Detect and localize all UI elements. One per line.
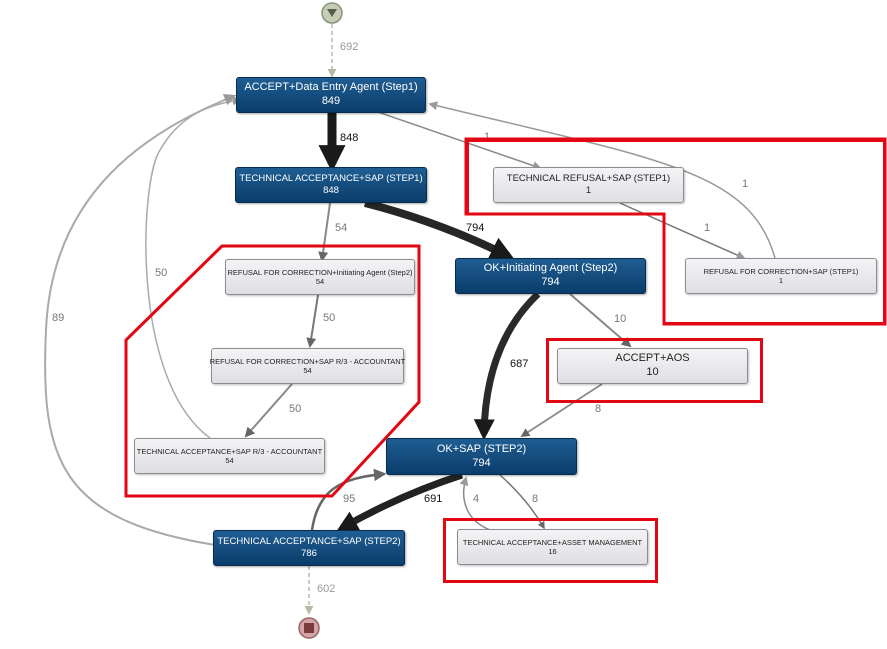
- node-label: ACCEPT+Data Entry Agent (Step1): [244, 81, 418, 94]
- node-label: OK+SAP (STEP2): [436, 442, 527, 455]
- edge-tech1-to-refinit: 54: [318, 202, 347, 262]
- node-accept-aos[interactable]: ACCEPT+AOS 10: [557, 348, 748, 384]
- node-accept-data-entry-agent[interactable]: ACCEPT+Data Entry Agent (Step1) 849: [236, 77, 426, 113]
- node-count: 1: [778, 276, 784, 285]
- node-refusal-correction-sap-step1[interactable]: REFUSAL FOR CORRECTION+SAP (STEP1) 1: [685, 258, 877, 294]
- node-count: 849: [321, 95, 341, 107]
- node-label: TECHNICAL ACCEPTANCE+ASSET MANAGEMENT: [462, 537, 643, 547]
- node-count: 54: [225, 456, 234, 465]
- edge-tech2-to-accept: 89: [44, 94, 237, 546]
- node-count: 10: [646, 366, 659, 378]
- node-technical-refusal-sap-step1[interactable]: TECHNICAL REFUSAL+SAP (STEP1) 1: [493, 167, 684, 203]
- highlight-box-asset: [443, 518, 658, 583]
- node-label: OK+Initiating Agent (Step2): [483, 262, 618, 275]
- edge-label: 848: [340, 132, 358, 144]
- node-count: 54: [303, 366, 312, 375]
- edge-label: 10: [614, 313, 626, 325]
- node-count: 794: [541, 276, 560, 288]
- node-refusal-correction-sap-r3-accountant[interactable]: REFUSAL FOR CORRECTION+SAP R/3 - ACCOUNT…: [209, 348, 406, 384]
- node-technical-acceptance-sap-step2[interactable]: TECHNICAL ACCEPTANCE+SAP (STEP2) 786: [213, 530, 405, 566]
- edge-refr3-to-techr3: 50: [244, 383, 301, 438]
- edge-label: 8: [532, 493, 538, 505]
- edge-label: 687: [510, 358, 528, 370]
- start-triangle-icon[interactable]: [321, 2, 343, 24]
- node-count: 54: [315, 277, 325, 286]
- edge-label: 50: [289, 403, 301, 415]
- node-count: 848: [323, 185, 339, 196]
- edge-oksap2-to-asset: 8: [499, 474, 545, 530]
- node-label: REFUSAL FOR CORRECTION+SAP R/3 - ACCOUNT…: [209, 356, 406, 366]
- edge-refinit-to-refr3: 50: [306, 294, 335, 348]
- edge-aos-to-oksap2: 8: [520, 383, 603, 437]
- node-count: 16: [548, 547, 557, 556]
- node-technical-acceptance-sap-step1[interactable]: TECHNICAL ACCEPTANCE+SAP (STEP1) 848: [235, 167, 427, 203]
- node-label: TECHNICAL ACCEPTANCE+SAP R/3 - ACCOUNTAN…: [136, 446, 323, 456]
- node-label: REFUSAL FOR CORRECTION+Initiating Agent …: [227, 267, 413, 277]
- node-label: TECHNICAL ACCEPTANCE+SAP (STEP2): [217, 536, 401, 548]
- edge-okinit-to-oksap2: 687: [473, 291, 541, 441]
- node-label: TECHNICAL REFUSAL+SAP (STEP1): [506, 173, 671, 185]
- edge-oksap2-to-tech2: 691: [336, 471, 464, 532]
- edge-asset-to-oksap2: 4: [459, 476, 491, 531]
- edge-start-to-accept: 692: [327, 24, 358, 78]
- edge-accept-to-tech1: 848: [318, 113, 358, 173]
- edge-label: 50: [323, 312, 335, 324]
- edge-label: 602: [317, 583, 335, 595]
- edge-label: 4: [473, 493, 479, 505]
- node-technical-acceptance-sap-r3-accountant[interactable]: TECHNICAL ACCEPTANCE+SAP R/3 - ACCOUNTAN…: [134, 438, 325, 474]
- node-count: 794: [472, 456, 491, 469]
- edge-label: 692: [340, 41, 358, 53]
- edge-label: 8: [595, 403, 601, 415]
- node-ok-sap-step2[interactable]: OK+SAP (STEP2) 794: [386, 438, 577, 475]
- node-technical-acceptance-asset-management[interactable]: TECHNICAL ACCEPTANCE+ASSET MANAGEMENT 16: [457, 529, 648, 565]
- node-label: ACCEPT+AOS: [615, 352, 690, 365]
- node-label: REFUSAL FOR CORRECTION+SAP (STEP1): [703, 266, 859, 276]
- highlight-box-aos: [546, 338, 763, 403]
- edge-label: 95: [343, 493, 355, 505]
- end-square-icon[interactable]: [298, 617, 320, 639]
- edge-tech2-to-end: 602: [304, 566, 335, 615]
- edge-label: 50: [155, 267, 167, 279]
- node-ok-initiating-agent-step2[interactable]: OK+Initiating Agent (Step2) 794: [455, 258, 646, 294]
- edge-label: 794: [466, 222, 484, 234]
- node-count: 1: [585, 185, 592, 196]
- edge-label: 691: [424, 493, 442, 505]
- node-refusal-correction-initiating-agent-step2[interactable]: REFUSAL FOR CORRECTION+Initiating Agent …: [225, 259, 415, 295]
- node-label: TECHNICAL ACCEPTANCE+SAP (STEP1): [239, 173, 423, 185]
- edge-label: 89: [52, 312, 64, 324]
- edge-label: 1: [484, 131, 490, 143]
- edge-label: 54: [335, 222, 347, 234]
- node-count: 786: [301, 548, 317, 559]
